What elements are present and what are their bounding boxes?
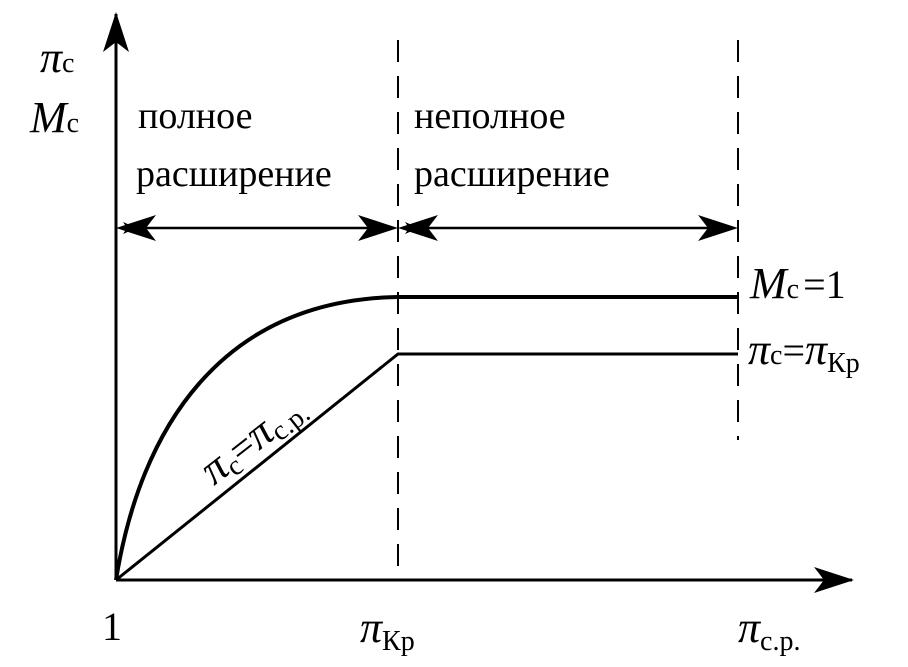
arrow-head-left-2 <box>398 215 438 241</box>
arrow-head-right-2 <box>698 215 738 241</box>
y-label-pi: πс <box>40 33 74 82</box>
x-end-label: πс.р. <box>738 603 800 657</box>
arrow-head-left-1 <box>116 215 156 241</box>
x-origin-label: 1 <box>102 604 122 649</box>
partial-expansion-line2: расширение <box>414 153 610 195</box>
mach-curve-label: Mс=1 <box>749 259 846 308</box>
full-expansion-line2: расширение <box>136 153 332 195</box>
mach-curve <box>114 295 738 581</box>
y-label-mach: Mс <box>29 93 79 142</box>
diagonal-line-label: πс=πс.р. <box>190 382 316 497</box>
full-expansion-line1: полное <box>138 95 252 137</box>
pressure-line <box>115 352 738 582</box>
x-critical-label: πКр <box>360 603 415 657</box>
partial-expansion-line1: неполное <box>414 95 566 137</box>
arrow-head-right-1 <box>358 215 398 241</box>
pressure-line-label: πс=πКр <box>748 325 860 379</box>
